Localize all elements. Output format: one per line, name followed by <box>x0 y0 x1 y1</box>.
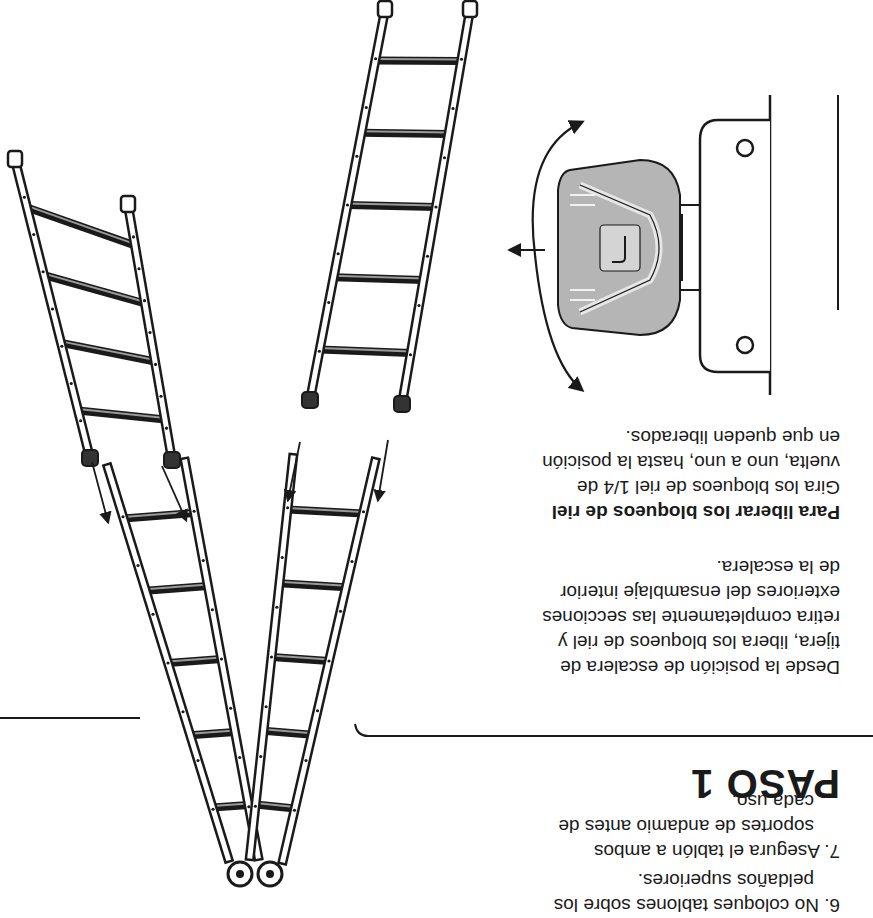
motion-arrows <box>92 440 388 522</box>
ladder-section <box>250 458 375 860</box>
instruction-text: Gira los bloqueos de riel 1/4 de vuelta,… <box>540 425 840 500</box>
separator-line <box>837 95 839 310</box>
instruction-text: Desde la posición de escalera de tijera,… <box>540 555 840 680</box>
safety-note: 6. No coloques tablones sobre los peldañ… <box>528 868 840 918</box>
rail-lock-detail <box>510 95 770 395</box>
section-rule <box>355 724 873 736</box>
sub-heading: Para liberar los bloqueos de riel <box>520 500 840 525</box>
section-rule <box>0 717 140 719</box>
safety-note: 7. Asegura el tablón a ambos soportes de… <box>528 789 840 864</box>
ladder-section <box>8 151 180 468</box>
ladder-section <box>302 1 477 412</box>
ladder-section <box>108 462 258 858</box>
ladder-sections <box>8 1 477 886</box>
